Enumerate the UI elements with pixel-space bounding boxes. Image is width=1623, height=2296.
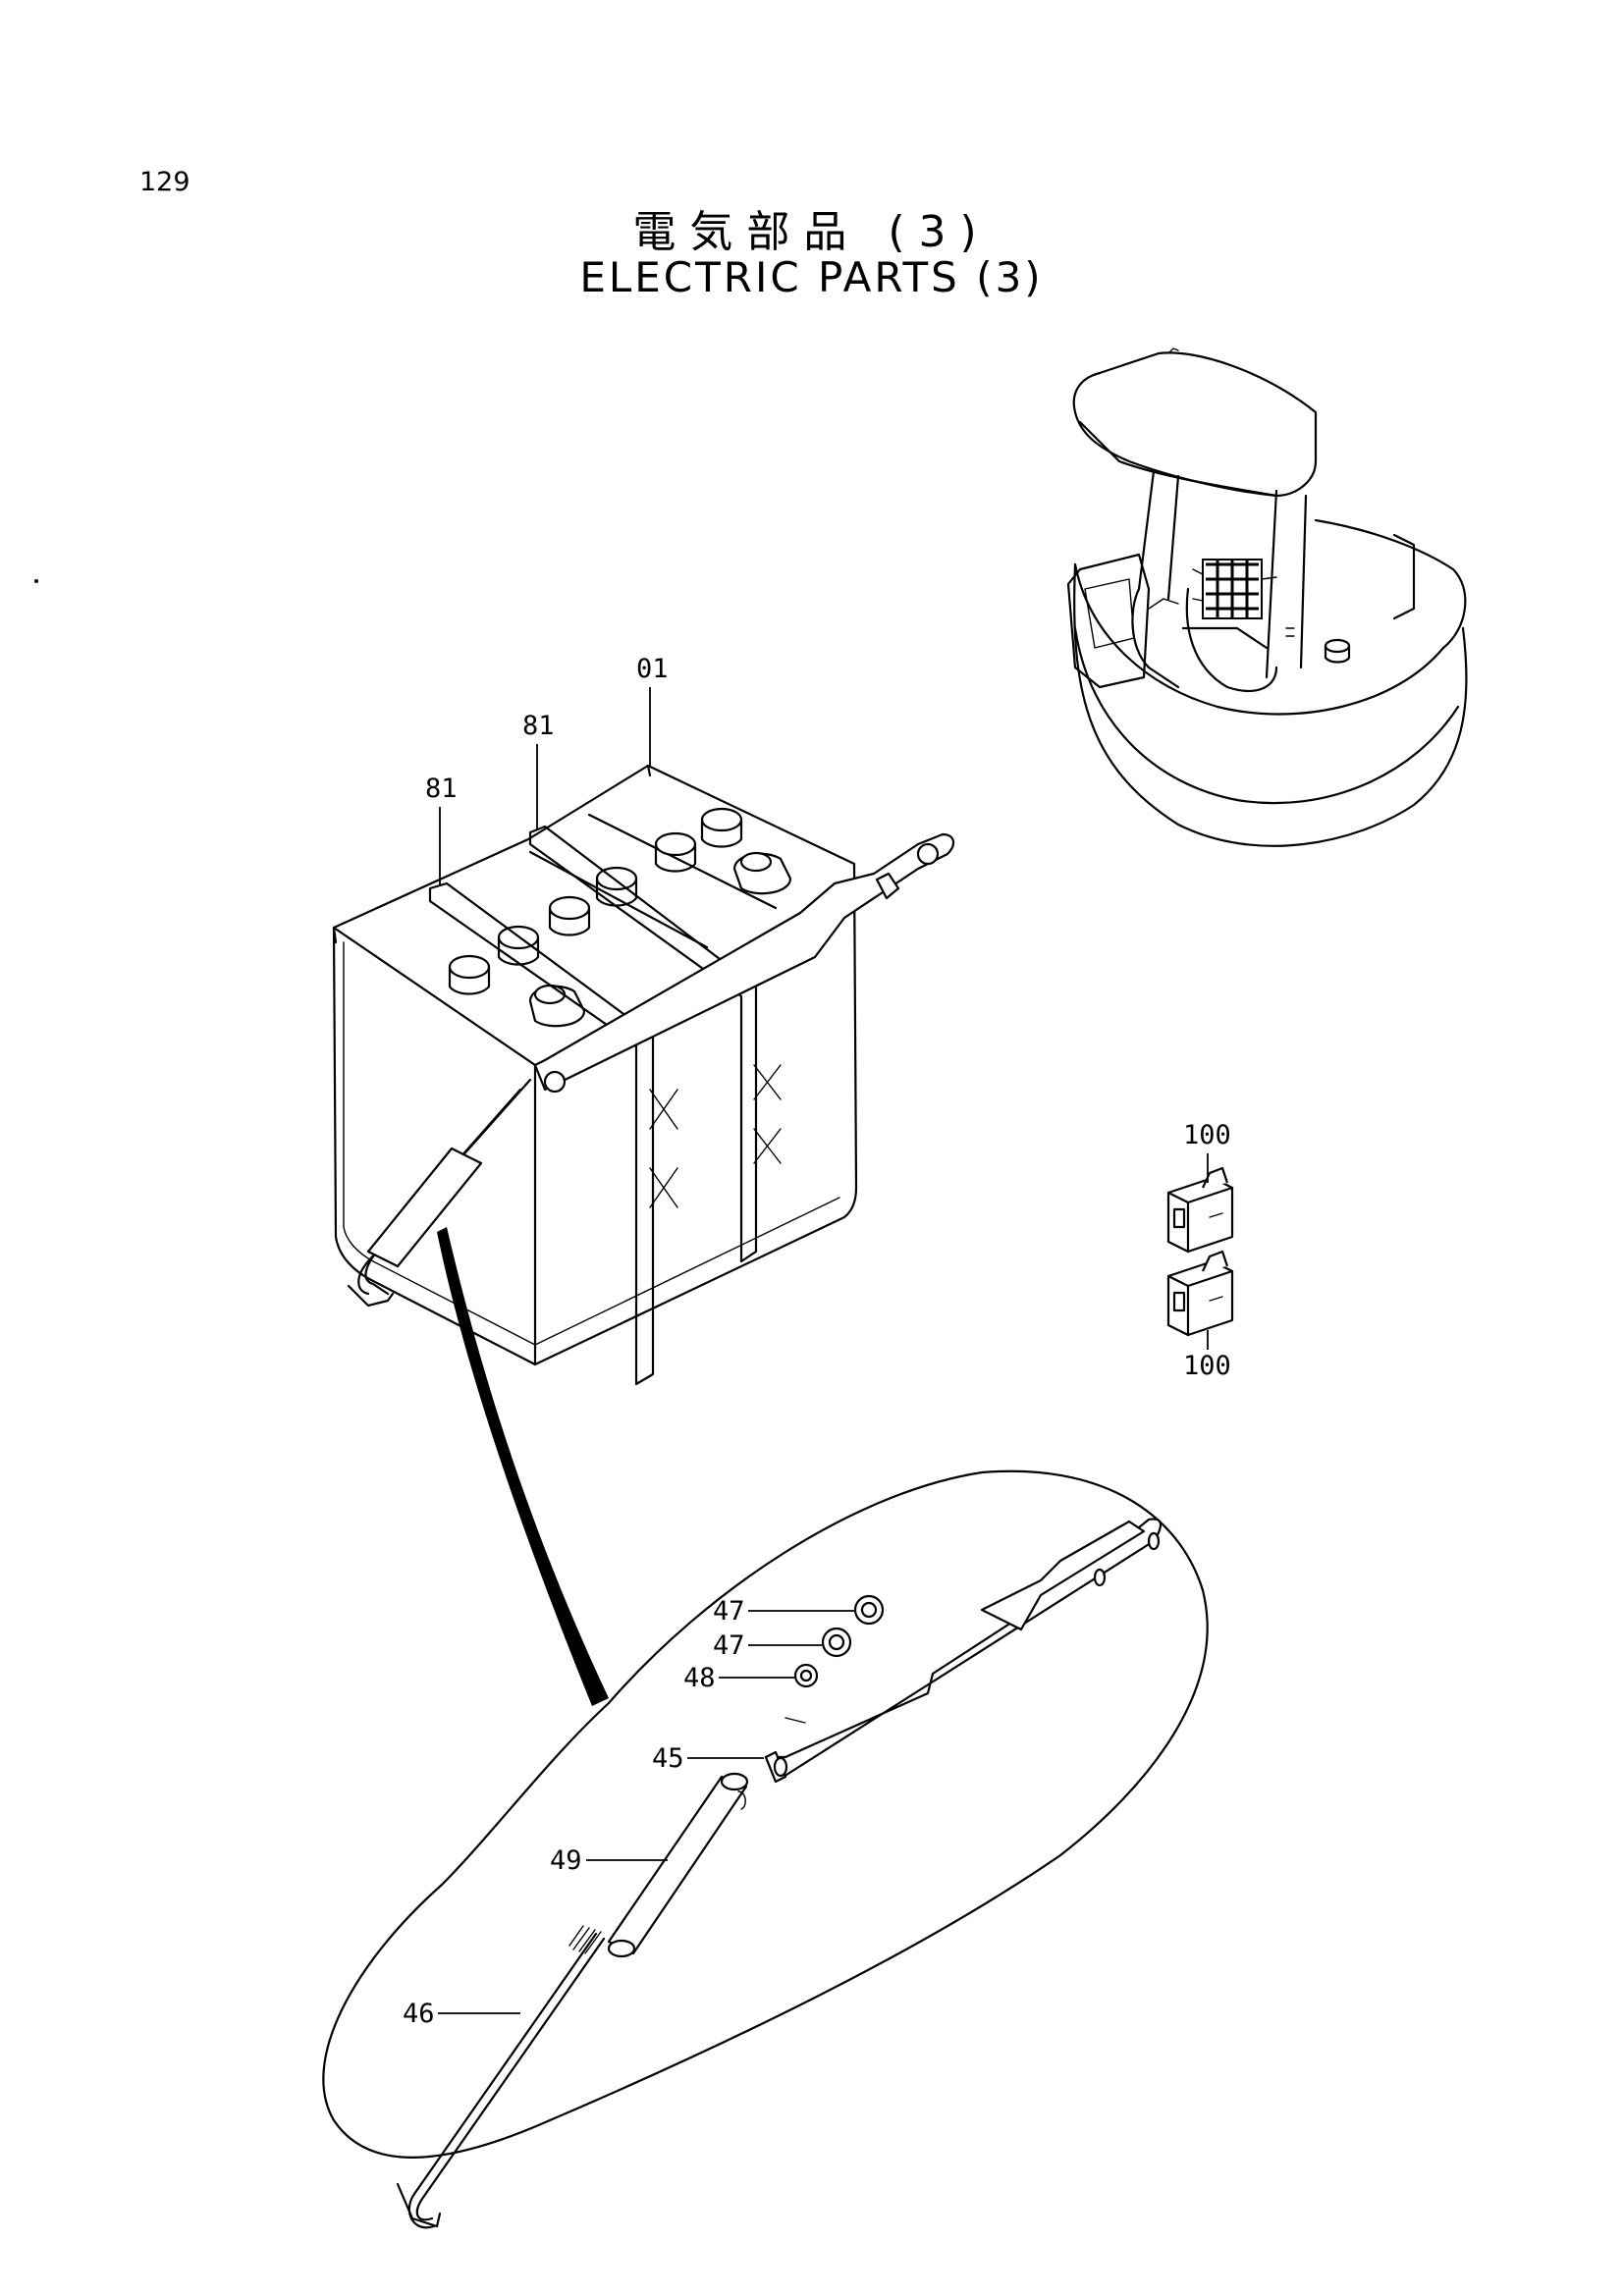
callout-washer: 48 [683,1663,794,1693]
callout-strap-1: 81 [522,711,555,829]
svg-text:100: 100 [1183,1120,1231,1150]
svg-text:47: 47 [713,1630,745,1661]
callout-fuse-top: 100 [1183,1120,1231,1183]
callout-sleeve: 49 [550,1845,668,1876]
battery-illustration [332,764,955,1386]
svg-text:48: 48 [683,1663,716,1693]
callout-bracket: 45 [652,1743,764,1774]
detail-parts-illustration [396,1518,1162,2229]
callout-nut-2: 47 [713,1630,822,1661]
detail-bubble-outline [322,1469,1209,2159]
svg-text:01: 01 [636,654,669,684]
svg-text:49: 49 [550,1845,582,1876]
title-japanese: 電気部品 (3) [632,207,991,257]
fuse-bottom [1166,1250,1234,1337]
svg-text:46: 46 [403,1999,435,2029]
svg-text:45: 45 [652,1743,684,1774]
fuse-parts [1166,1166,1234,1337]
callout-battery: 01 [636,654,669,768]
title-english: ELECTRIC PARTS (3) [579,253,1044,301]
svg-text:81: 81 [522,711,555,741]
callout-rod: 46 [403,1999,520,2029]
callout-strap-2: 81 [425,774,458,885]
callout-fuse-bottom: 100 [1183,1330,1231,1381]
machine-overview-illustration [1066,347,1468,847]
fuse-box-location [1192,559,1277,619]
battery-straps [428,825,782,1386]
callout-nut-1: 47 [713,1596,854,1627]
page-number: 129 [139,167,190,197]
svg-text:100: 100 [1183,1351,1231,1381]
svg-text:47: 47 [713,1596,745,1627]
detail-pointer-wedge [437,1227,609,1706]
margin-dot [34,579,38,583]
fuse-top [1166,1166,1234,1254]
svg-text:81: 81 [425,774,458,804]
